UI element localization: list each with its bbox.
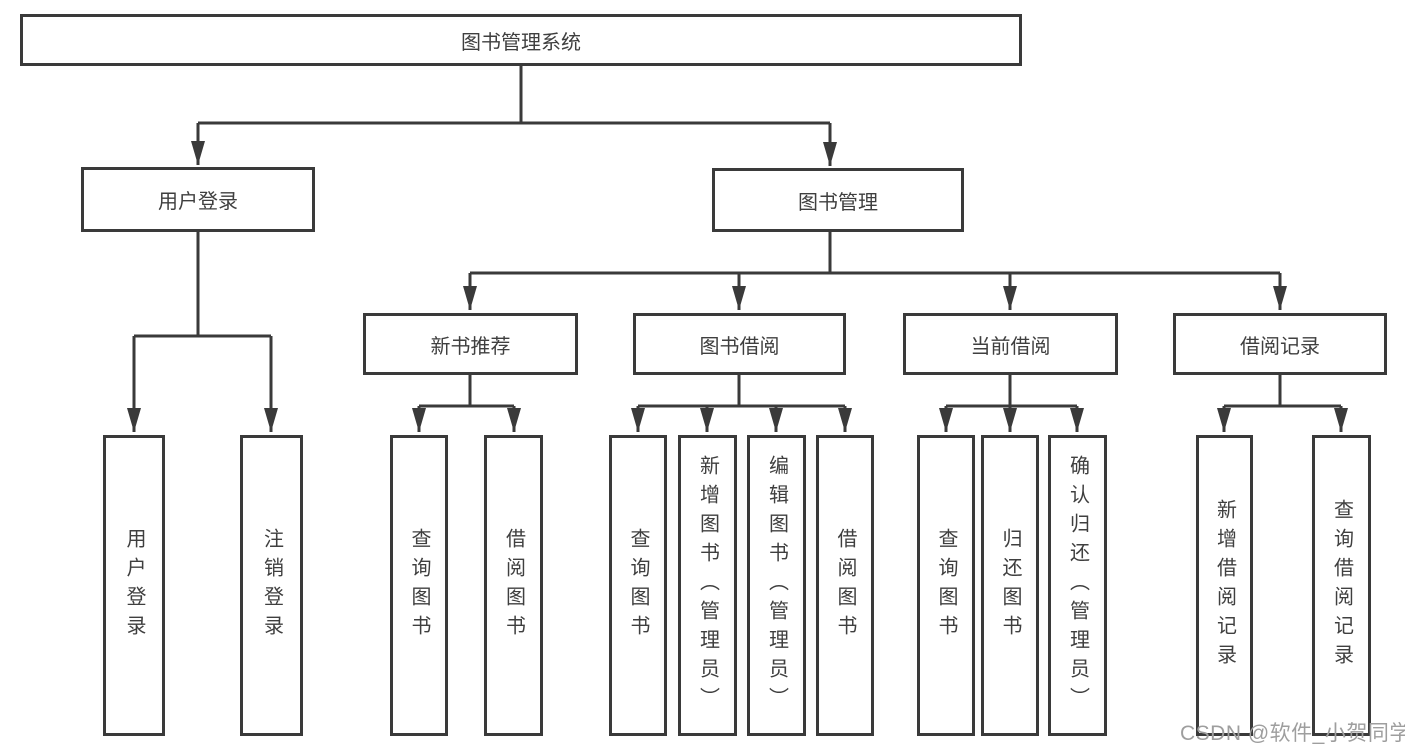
node-borrowing-records: 借阅记录	[1173, 313, 1387, 375]
leaf-add-book-admin: 新增图书（管理员）	[678, 435, 737, 736]
node-label: 图书借阅	[699, 335, 780, 358]
node-current-borrowing: 当前借阅	[903, 313, 1118, 375]
node-label: 确认归还（管理员）	[1066, 455, 1089, 716]
node-label: 用户登录	[123, 527, 145, 644]
node-label: 用户登录	[158, 191, 238, 213]
node-label: 借阅记录	[1240, 335, 1320, 358]
node-label: 图书管理系统	[461, 31, 581, 54]
node-label: 新增图书（管理员）	[696, 455, 719, 716]
leaf-query-borrow-record: 查询借阅记录	[1312, 435, 1371, 736]
leaf-edit-book-admin: 编辑图书（管理员）	[747, 435, 806, 736]
leaf-confirm-return-admin: 确认归还（管理员）	[1048, 435, 1107, 736]
node-new-book-recommendation: 新书推荐	[363, 313, 578, 375]
node-user-login: 用户登录	[81, 167, 315, 232]
leaf-borrow-books-recommend: 借阅图书	[484, 435, 543, 736]
node-book-management: 图书管理	[712, 168, 964, 232]
node-label: 新书推荐	[430, 335, 511, 358]
leaf-user-login: 用户登录	[103, 435, 165, 736]
node-label: 归还图书	[999, 527, 1021, 644]
node-root: 图书管理系统	[20, 14, 1022, 66]
node-label: 借阅图书	[834, 527, 856, 644]
leaf-query-books-recommend: 查询图书	[390, 435, 448, 736]
node-label: 编辑图书（管理员）	[765, 455, 788, 716]
node-label: 借阅图书	[502, 527, 525, 644]
leaf-query-books-borrow: 查询图书	[609, 435, 667, 736]
node-label: 注销登录	[260, 527, 283, 644]
node-label: 查询图书	[935, 527, 957, 644]
node-label: 查询图书	[408, 527, 430, 644]
leaf-return-books: 归还图书	[981, 435, 1039, 736]
node-label: 新增借阅记录	[1213, 498, 1236, 673]
node-label: 查询图书	[627, 527, 649, 644]
leaf-logout: 注销登录	[240, 435, 303, 736]
leaf-borrow-books: 借阅图书	[816, 435, 874, 736]
leaf-add-borrow-record: 新增借阅记录	[1196, 435, 1253, 736]
node-label: 图书管理	[798, 191, 878, 214]
node-book-borrowing: 图书借阅	[633, 313, 846, 375]
csdn-watermark: CSDN @软件_小贺同学	[1180, 722, 1405, 745]
node-label: 当前借阅	[970, 335, 1051, 358]
node-label: 查询借阅记录	[1330, 498, 1353, 673]
leaf-query-books-current: 查询图书	[917, 435, 975, 736]
